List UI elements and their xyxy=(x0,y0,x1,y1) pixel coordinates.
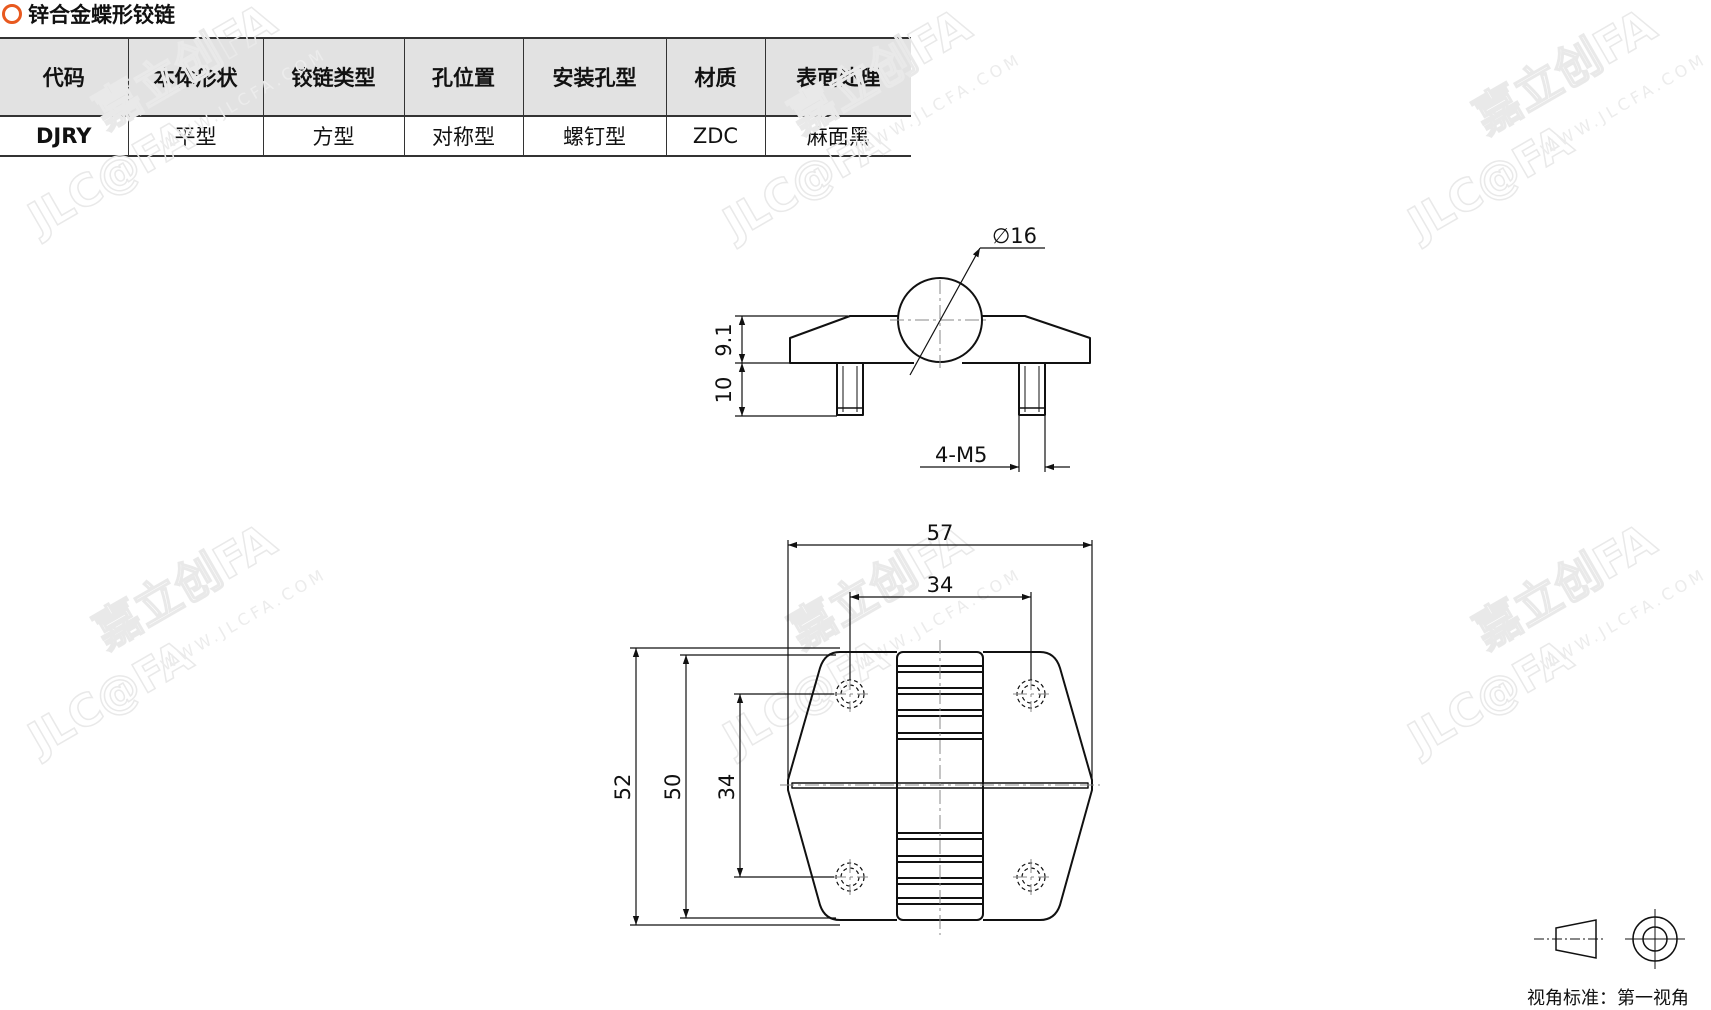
dim-width-holes: 34 xyxy=(927,573,954,597)
view-standard-label: 视角标准：第一视角 xyxy=(1527,988,1689,1009)
dim-height-body: 50 xyxy=(661,774,685,801)
dim-height-upper: 9.1 xyxy=(712,323,736,356)
header-mount-hole: 安装孔型 xyxy=(523,37,667,117)
section-title: 锌合金蝶形铰链 xyxy=(0,0,175,28)
cell-surface: 麻面黑 xyxy=(765,116,911,157)
side-view xyxy=(789,277,1091,416)
left-stud xyxy=(836,362,864,416)
left-wing xyxy=(789,315,914,364)
watermark: JLC@FA 嘉立创FA WWW.JLCFA.COM xyxy=(17,512,331,767)
svg-text:嘉立创FA: 嘉立创FA xyxy=(1465,0,1665,144)
top-view xyxy=(780,640,1100,935)
projection-symbol-icon xyxy=(1534,909,1685,969)
watermark: JLC@FA 嘉立创FA WWW.JLCFA.COM xyxy=(712,0,1026,252)
cell-code: DJRY xyxy=(0,116,129,157)
dim-diameter: ∅16 xyxy=(992,224,1037,248)
table-header-row: 代码 本体形状 铰链类型 孔位置 安装孔型 材质 表面处理 xyxy=(0,37,911,117)
header-hinge-type: 铰链类型 xyxy=(263,37,405,117)
dim-width-total: 57 xyxy=(927,521,954,545)
header-surface: 表面处理 xyxy=(765,37,911,117)
cell-hole-position: 对称型 xyxy=(404,116,524,157)
side-dimensions xyxy=(735,247,1070,472)
svg-text:嘉立创FA: 嘉立创FA xyxy=(1465,512,1665,659)
table-row: DJRY 平型 方型 对称型 螺钉型 ZDC 麻面黑 xyxy=(0,116,911,157)
circle-bullet-icon xyxy=(2,4,22,24)
right-leaf xyxy=(983,651,1093,921)
watermark: JLC@FA 嘉立创FA WWW.JLCFA.COM xyxy=(1397,0,1711,252)
top-dimensions xyxy=(630,540,1093,926)
spec-table: 代码 本体形状 铰链类型 孔位置 安装孔型 材质 表面处理 DJRY 平型 方型… xyxy=(0,37,911,157)
watermark: JLC@FA 嘉立创FA WWW.JLCFA.COM xyxy=(712,512,1026,767)
header-code: 代码 xyxy=(0,37,129,117)
dim-thread: 4-M5 xyxy=(935,443,987,467)
dim-height-holes: 34 xyxy=(715,774,739,801)
title-text: 锌合金蝶形铰链 xyxy=(28,3,175,27)
right-wing xyxy=(962,315,1091,364)
dim-height-lower: 10 xyxy=(712,377,736,404)
svg-text:嘉立创FA: 嘉立创FA xyxy=(780,0,980,144)
cell-mount-hole: 螺钉型 xyxy=(523,116,667,157)
header-body-shape: 本体形状 xyxy=(128,37,264,117)
header-material: 材质 xyxy=(666,37,766,117)
right-stud xyxy=(1018,362,1046,416)
watermark: JLC@FA 嘉立创FA WWW.JLCFA.COM xyxy=(1397,512,1711,767)
cell-body-shape: 平型 xyxy=(128,116,264,157)
svg-text:嘉立创FA: 嘉立创FA xyxy=(85,0,285,139)
header-hole-position: 孔位置 xyxy=(404,37,524,117)
svg-text:嘉立创FA: 嘉立创FA xyxy=(85,512,285,659)
cell-material: ZDC xyxy=(666,116,766,157)
watermark: JLC@FA 嘉立创FA WWW.JLCFA.COM xyxy=(17,0,331,247)
dim-height-total: 52 xyxy=(611,774,635,801)
cell-hinge-type: 方型 xyxy=(263,116,405,157)
